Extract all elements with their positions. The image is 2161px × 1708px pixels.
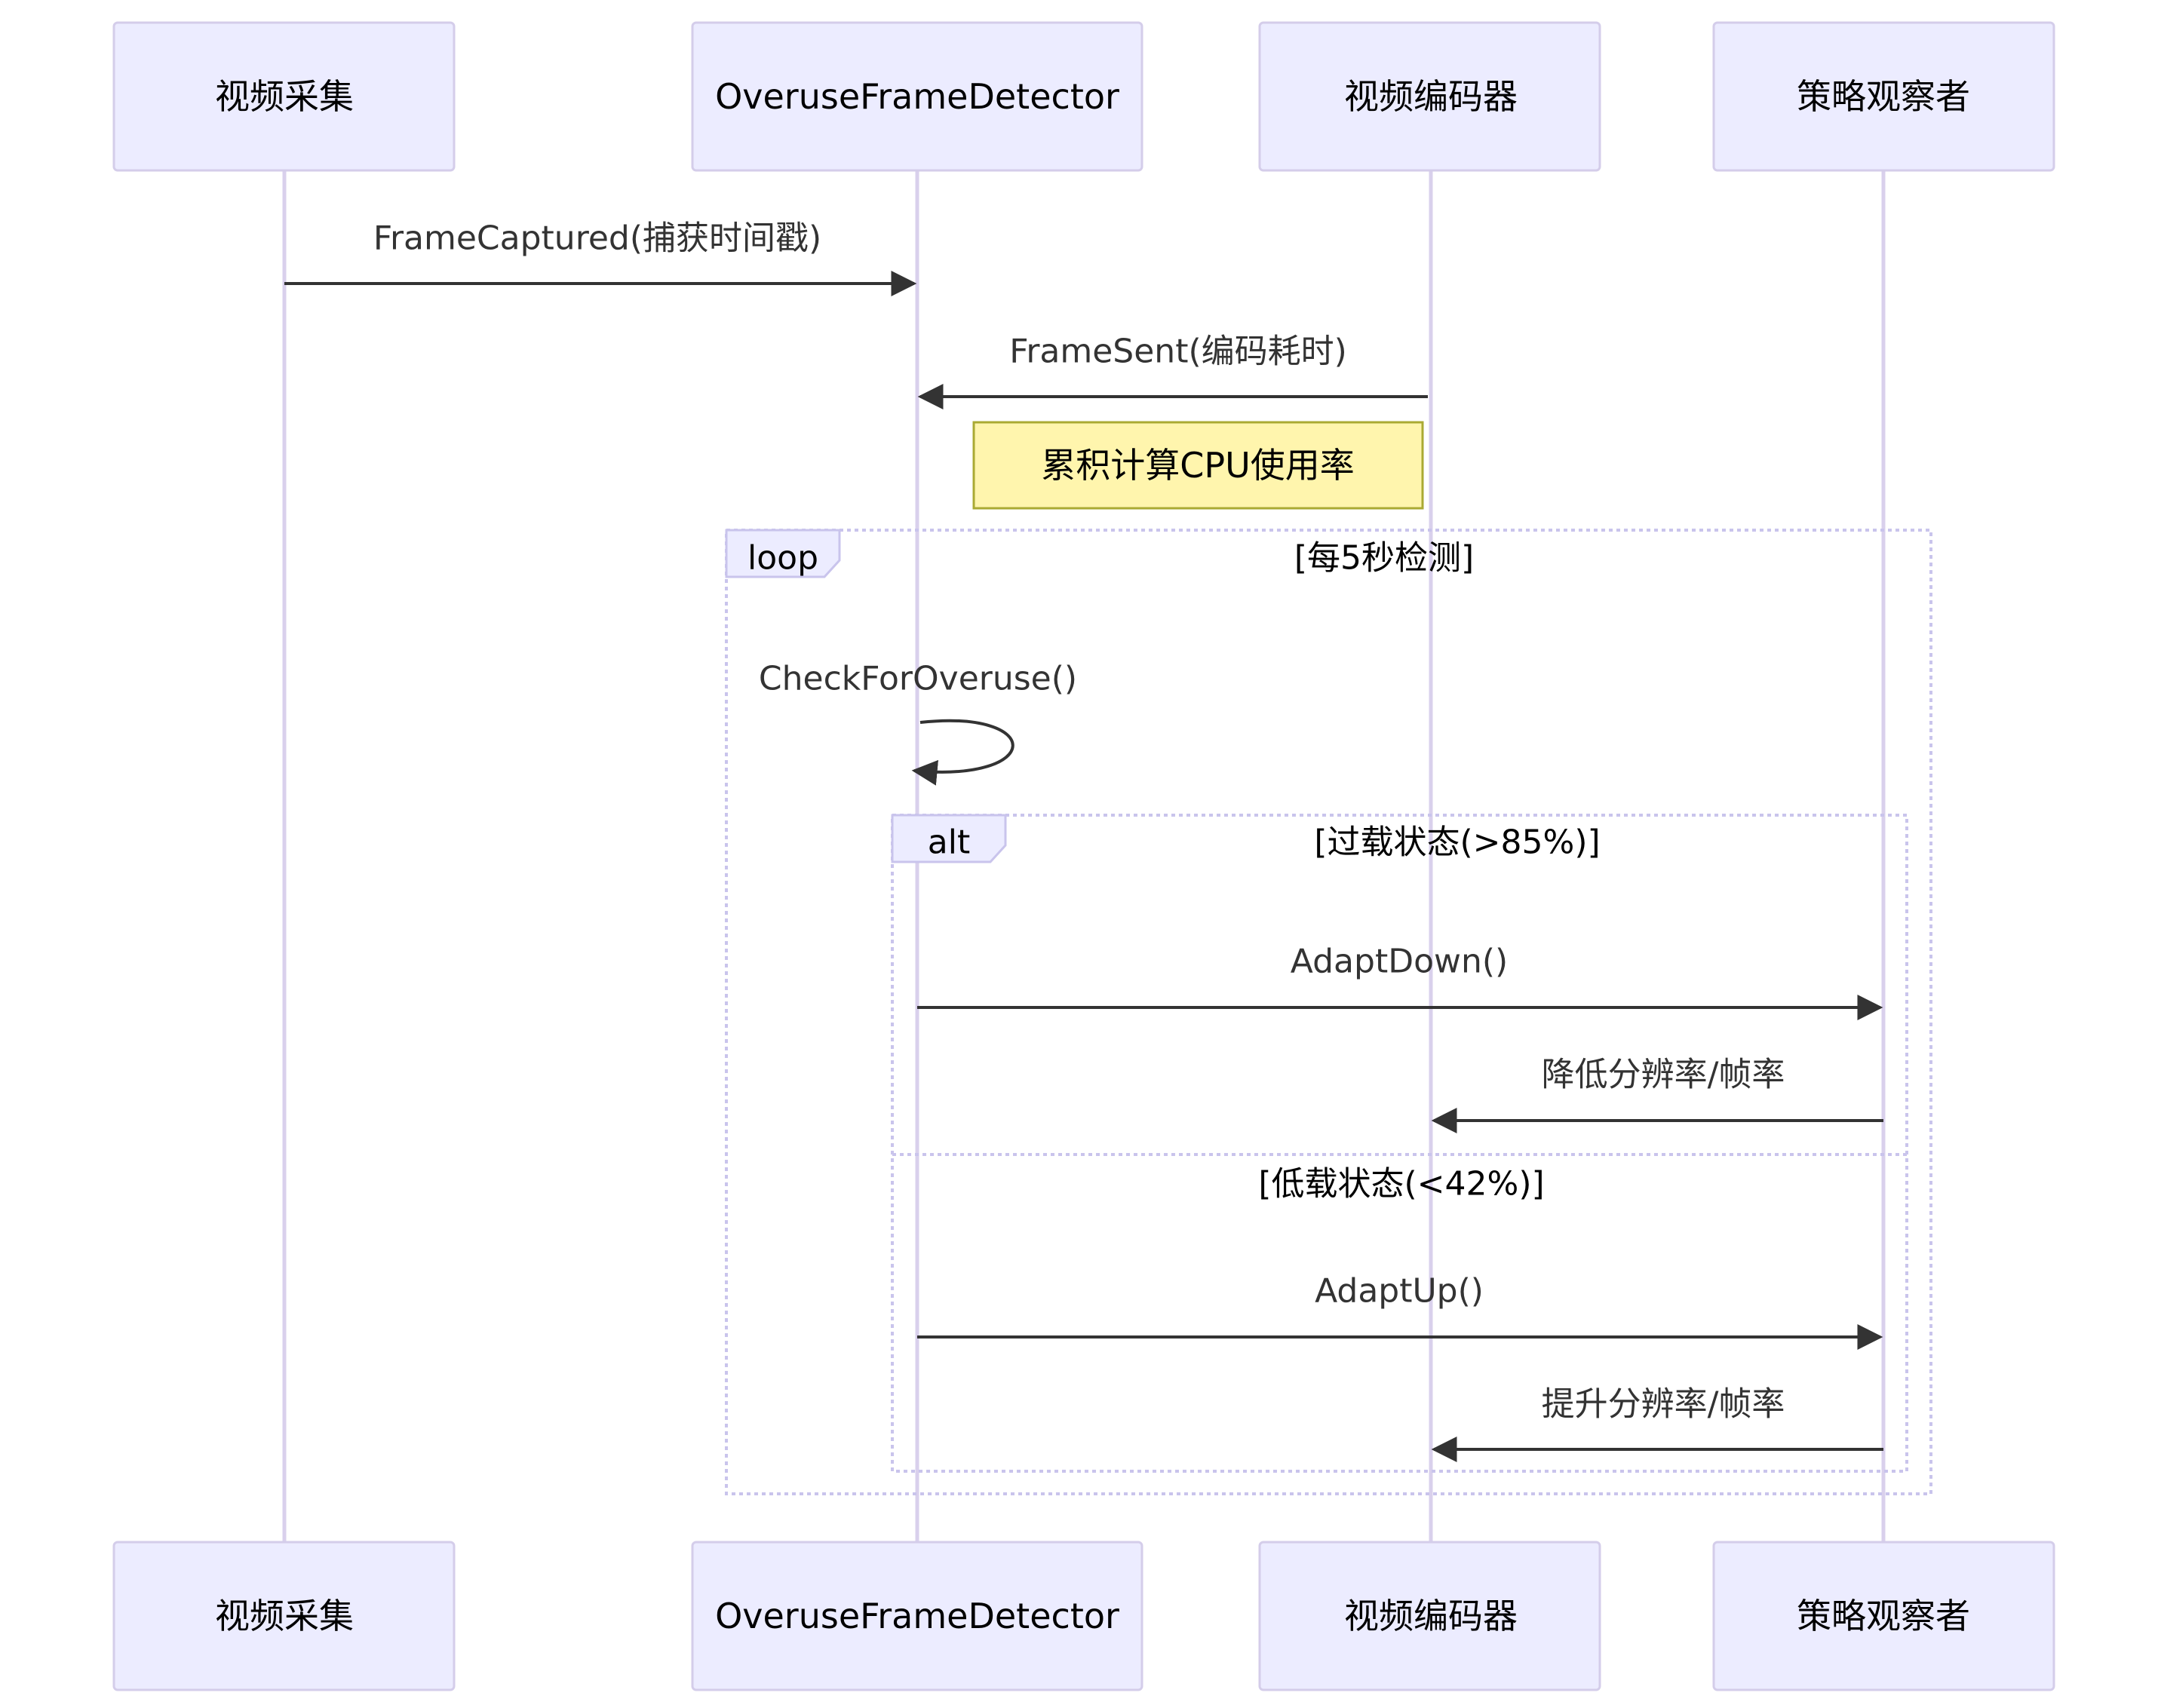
message-reduce-resolution-label: 降低分辨率/帧率 [1542,1056,1785,1094]
actor-detector-top-label: OveruseFrameDetector [715,76,1119,117]
loop-frame-condition: [每5秒检测] [1294,539,1474,578]
loop-frame-keyword: loop [747,539,818,578]
note-cpu-usage-label: 累积计算CPU使用率 [1041,445,1355,486]
actor-encoder-top: 视频编码器 [1258,21,1601,172]
message-raise-resolution-label: 提升分辨率/帧率 [1542,1385,1785,1424]
actor-encoder-top-label: 视频编码器 [1344,76,1518,117]
actor-observer-bottom-label: 策略观察者 [1797,1596,1970,1636]
alt-frame: alt [过载状态(>85%)] [低载状态(<42%)] [891,814,1908,1473]
loop-frame: loop [每5秒检测] [725,529,1932,1495]
note-cpu-usage: 累积计算CPU使用率 [972,421,1424,510]
actor-capture-bottom-label: 视频采集 [215,1596,354,1636]
message-adapt-up-label: AdaptUp() [1315,1272,1484,1311]
actor-observer-top: 策略观察者 [1712,21,2055,172]
actor-capture-top: 视频采集 [112,21,456,172]
actor-encoder-bottom-label: 视频编码器 [1344,1596,1518,1636]
actor-capture-top-label: 视频采集 [215,76,354,117]
message-adapt-down-label: AdaptDown() [1291,943,1508,981]
message-check-overuse-label: CheckForOveruse() [759,660,1077,698]
message-frame-captured-label: FrameCaptured(捕获时间戳) [373,219,821,258]
loop-frame-tab [725,529,841,578]
message-frame-sent-label: FrameSent(编码耗时) [1009,333,1347,371]
actor-observer-bottom: 策略观察者 [1712,1541,2055,1691]
alt-frame-keyword: alt [928,823,970,862]
message-check-overuse-arrow [911,719,1015,786]
actor-detector-bottom-label: OveruseFrameDetector [715,1596,1119,1636]
actor-observer-top-label: 策略观察者 [1797,76,1970,117]
alt-frame-tab [891,814,1007,863]
actor-detector-top: OveruseFrameDetector [691,21,1143,172]
actor-capture-bottom: 视频采集 [112,1541,456,1691]
alt-frame-else-condition: [低载状态(<42%)] [1258,1165,1544,1204]
actor-detector-bottom: OveruseFrameDetector [691,1541,1143,1691]
alt-frame-condition: [过载状态(>85%)] [1314,823,1600,862]
actor-encoder-bottom: 视频编码器 [1258,1541,1601,1691]
